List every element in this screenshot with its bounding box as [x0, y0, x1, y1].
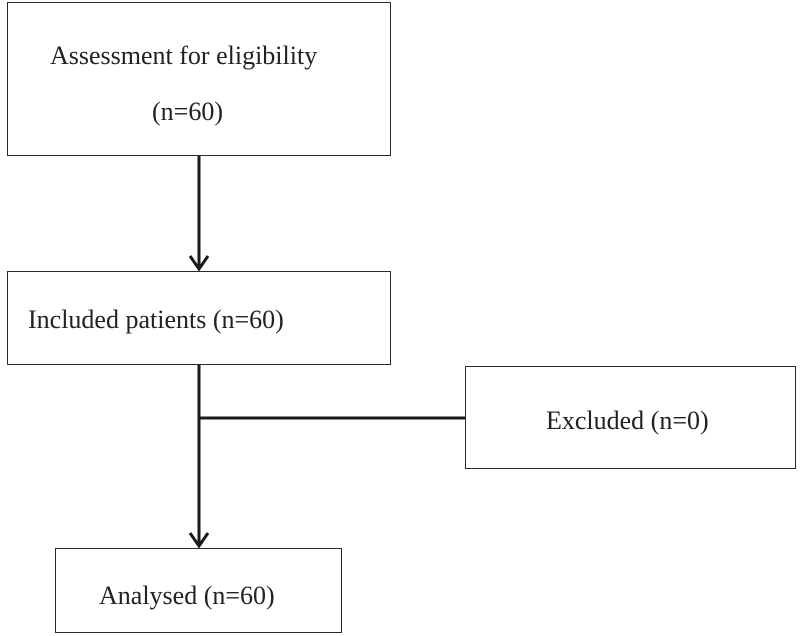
assessment-title: Assessment for eligibility	[50, 41, 318, 70]
assessment-count: (n=60)	[152, 97, 223, 126]
included-label: Included patients (n=60)	[28, 305, 284, 334]
assessment-box: Assessment for eligibility (n=60)	[7, 2, 391, 156]
arrow-included-to-analysed-head	[188, 532, 210, 549]
analysed-label: Analysed (n=60)	[99, 581, 275, 610]
excluded-box: Excluded (n=0)	[465, 366, 796, 469]
arrow-assessment-to-included-head	[188, 255, 210, 272]
excluded-label: Excluded (n=0)	[546, 406, 709, 435]
analysed-box: Analysed (n=60)	[55, 548, 342, 633]
